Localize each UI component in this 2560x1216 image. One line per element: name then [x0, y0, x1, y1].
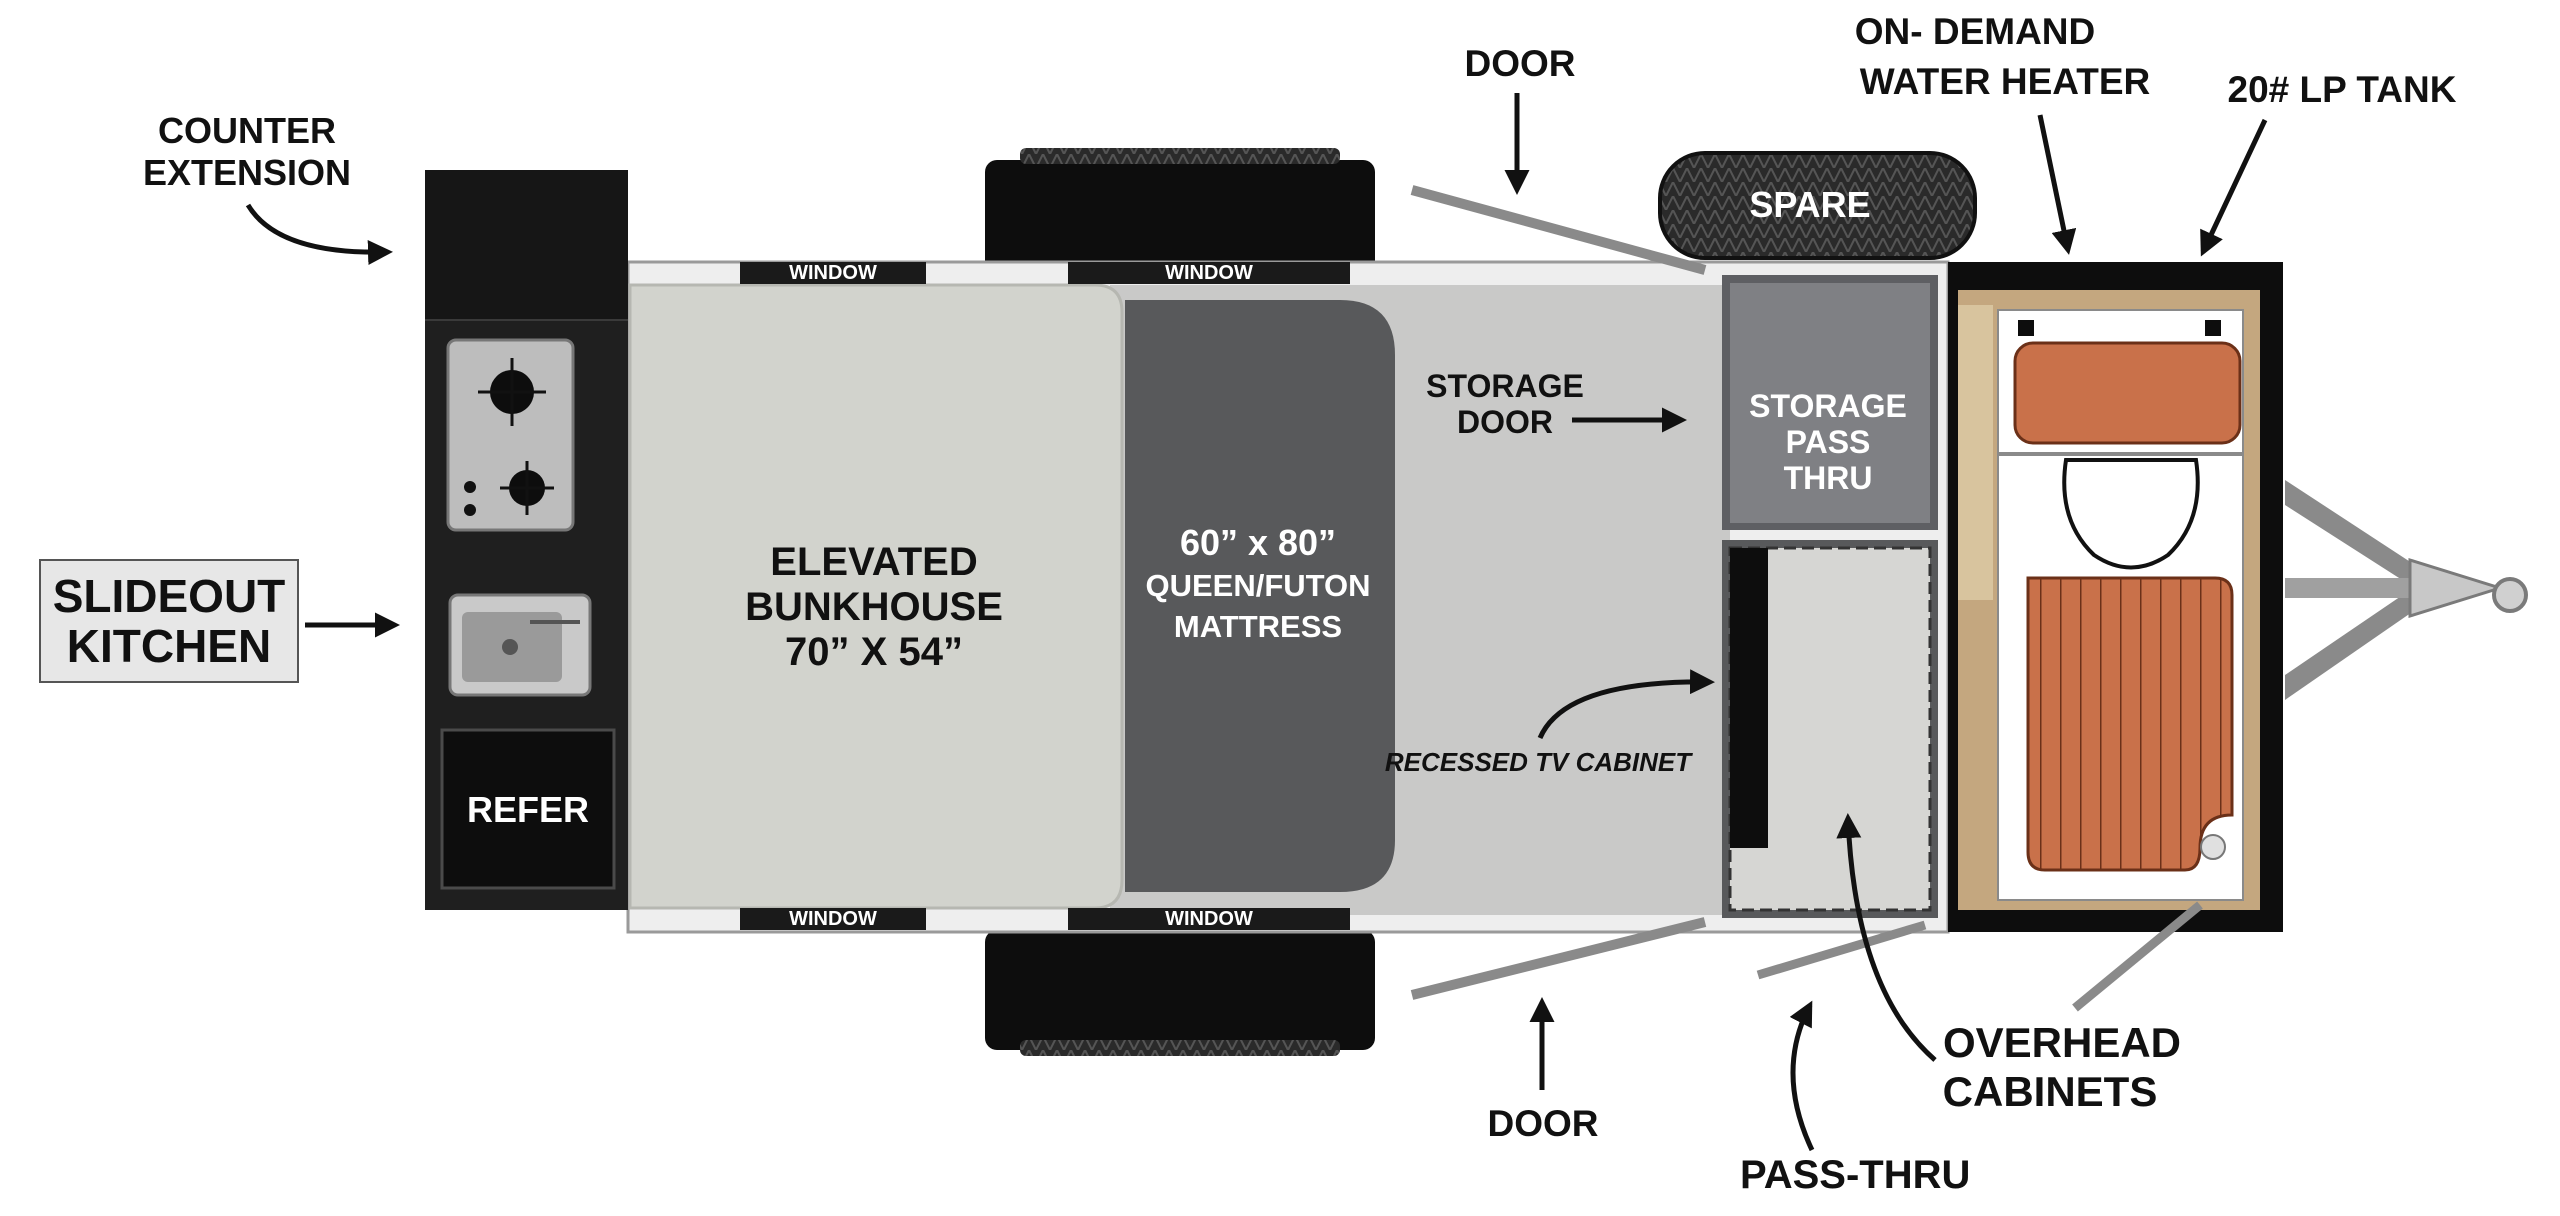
tire-top [985, 148, 1375, 280]
storage-door-label: STORAGE DOOR [1426, 368, 1584, 440]
svg-text:ON- DEMAND: ON- DEMAND [1855, 11, 2095, 52]
elevated-bunkhouse-label: ELEVATED BUNKHOUSE 70” X 54” [745, 540, 1003, 674]
refer [440, 728, 616, 890]
recessed-tv-cabinet [1722, 540, 1938, 918]
svg-text:QUEEN/FUTON: QUEEN/FUTON [1145, 568, 1370, 603]
overhead-cabinets-label: OVERHEAD CABINETS [1943, 1019, 2181, 1115]
recessed-tv-cabinet-label: RECESSED TV CABINET [1385, 747, 1693, 777]
svg-text:DOOR: DOOR [1457, 404, 1553, 440]
slideout-kitchen: REFER [425, 170, 628, 910]
window-top-left: WINDOW [740, 262, 926, 284]
bathroom [1948, 262, 2283, 932]
window-bottom-left: WINDOW [740, 908, 926, 930]
svg-text:WATER HEATER: WATER HEATER [1860, 61, 2151, 102]
svg-text:SLIDEOUT: SLIDEOUT [53, 570, 286, 622]
pass-thru-label: PASS-THRU [1740, 1153, 1970, 1197]
counter-extension-arrow [245, 203, 393, 266]
window-bottom-right: WINDOW [1068, 908, 1350, 930]
svg-text:ELEVATED: ELEVATED [770, 540, 977, 584]
svg-text:REFER: REFER [467, 789, 589, 830]
svg-text:60” x 80”: 60” x 80” [1180, 522, 1336, 563]
water-heater-label: ON- DEMAND WATER HEATER [1855, 11, 2151, 102]
svg-text:WINDOW: WINDOW [1165, 908, 1253, 930]
svg-text:PASS: PASS [1786, 424, 1871, 460]
door-bottom-line [1410, 917, 1707, 1000]
svg-text:70” X 54”: 70” X 54” [785, 630, 963, 674]
door-top-line [1410, 185, 1707, 275]
hitch-a-frame [2285, 480, 2528, 700]
svg-text:STORAGE: STORAGE [1426, 368, 1584, 404]
storage-pass-thru [1722, 275, 1938, 530]
svg-text:SPARE: SPARE [1749, 184, 1870, 225]
lp-tank-arrow [2200, 118, 2268, 257]
toilet [2062, 458, 2200, 570]
pass-thru-arrow [1789, 1000, 1815, 1152]
shower-pan [2026, 576, 2234, 872]
bath-cabinet [2013, 341, 2242, 445]
overhead-cabinets-arrow [1836, 813, 1937, 1062]
svg-text:COUNTER: COUNTER [158, 110, 336, 151]
door-bottom-label: DOOR [1488, 1103, 1599, 1144]
water-heater-arrow [2037, 114, 2077, 255]
svg-text:BUNKHOUSE: BUNKHOUSE [745, 585, 1003, 629]
overhead-cabinets-line [2072, 901, 2203, 1012]
svg-text:THRU: THRU [1784, 460, 1873, 496]
svg-text:WINDOW: WINDOW [1165, 262, 1253, 284]
svg-text:STORAGE: STORAGE [1749, 388, 1907, 424]
svg-text:MATTRESS: MATTRESS [1174, 609, 1342, 644]
shower-drain-icon [2200, 834, 2226, 860]
mattress-label: 60” x 80” QUEEN/FUTON MATTRESS [1145, 522, 1370, 644]
svg-text:CABINETS: CABINETS [1943, 1068, 2158, 1115]
tire-bottom [985, 930, 1375, 1056]
svg-text:WINDOW: WINDOW [789, 908, 877, 930]
recessed-tv-cabinet-arrow [1537, 669, 1715, 740]
svg-text:KITCHEN: KITCHEN [67, 620, 271, 672]
elevated-bunkhouse [628, 283, 1124, 910]
slideout-kitchen-label: SLIDEOUT KITCHEN [39, 559, 299, 683]
svg-text:EXTENSION: EXTENSION [143, 152, 351, 193]
storage-pass-thru-label: STORAGE PASS THRU [1749, 388, 1907, 496]
spare-tire: SPARE [1658, 151, 1977, 260]
door-top-label: DOOR [1465, 43, 1576, 84]
queen-futon-mattress [1125, 300, 1395, 892]
counter-extension-label: COUNTER EXTENSION [143, 110, 351, 193]
lp-tank-label: 20# LP TANK [2228, 69, 2457, 110]
pass-thru-door-line [1756, 920, 1927, 980]
svg-text:OVERHEAD: OVERHEAD [1943, 1019, 2181, 1066]
window-top-right: WINDOW [1068, 262, 1350, 284]
svg-text:WINDOW: WINDOW [789, 262, 877, 284]
